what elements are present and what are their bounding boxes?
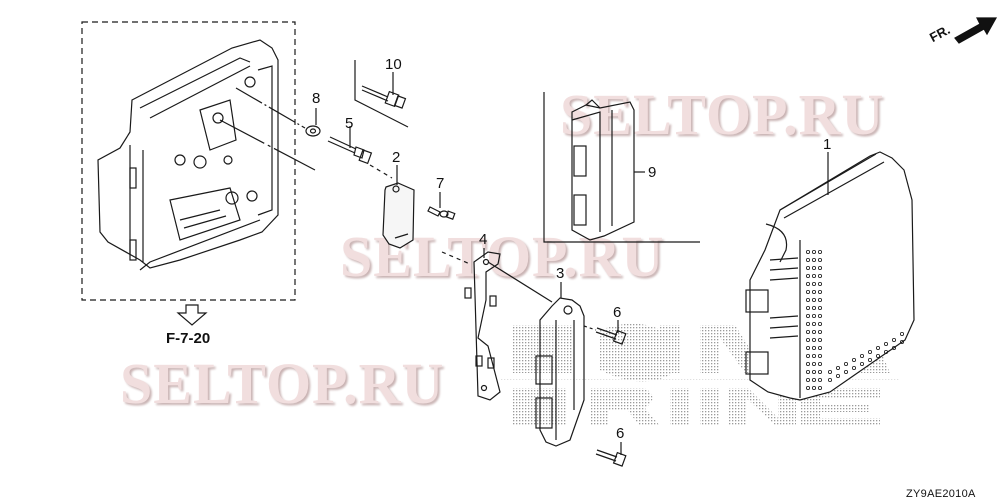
assembly-boundary-box	[81, 21, 296, 301]
cover-perforations	[806, 249, 905, 391]
watermark-seltop-top: SELTOP.RU	[560, 82, 885, 147]
callout-7: 7	[436, 175, 445, 192]
callout-9: 9	[648, 164, 657, 181]
callout-6-upper: 6	[613, 304, 622, 321]
bolt-5	[327, 136, 373, 165]
callout-10: 10	[385, 56, 402, 73]
bolt-10	[361, 85, 407, 109]
front-direction-arrow-icon	[954, 17, 998, 44]
callout-1: 1	[823, 136, 832, 153]
control-unit-3	[535, 297, 585, 447]
module-9-group-line	[543, 92, 700, 243]
bolt-10-group-line	[354, 60, 409, 128]
clip-7	[427, 206, 456, 220]
module-9	[571, 99, 635, 241]
callout-8: 8	[312, 90, 321, 107]
callout-5: 5	[345, 115, 354, 132]
cover-1	[745, 151, 915, 401]
callout-2: 2	[392, 149, 401, 166]
reference-label[interactable]: F-7-20	[166, 330, 211, 347]
pad-2	[382, 182, 415, 249]
down-arrow-outline-icon	[176, 304, 208, 326]
callout-4: 4	[479, 231, 488, 248]
washer-8	[305, 125, 321, 137]
callout-6-lower: 6	[616, 425, 625, 442]
bracket-4	[464, 251, 501, 401]
callout-3: 3	[556, 265, 565, 282]
watermark-seltop-bottom: SELTOP.RU	[120, 351, 445, 416]
housing-drawing	[97, 39, 279, 271]
diagram-code: ZY9AE2010A	[906, 488, 976, 500]
bolt-6-upper	[595, 327, 627, 345]
